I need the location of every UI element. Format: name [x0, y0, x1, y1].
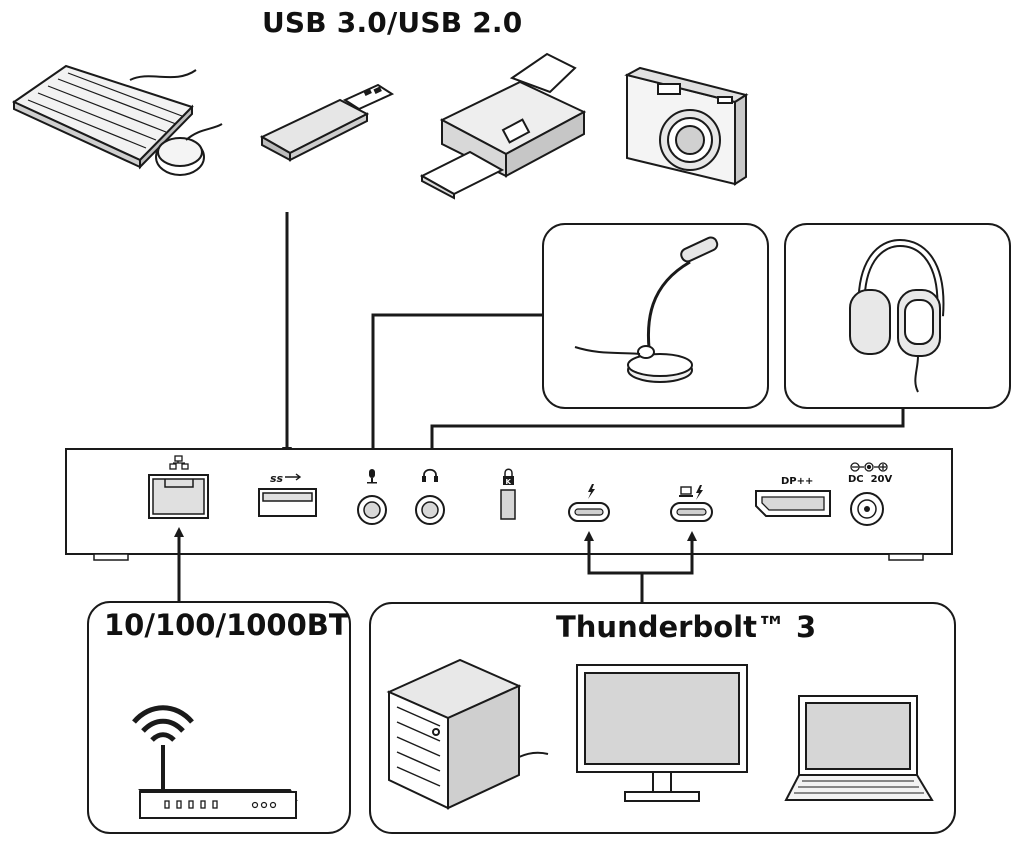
ethernet-port[interactable] — [148, 474, 209, 519]
microphone-jack[interactable] — [357, 495, 387, 525]
microphone-port-icon — [367, 469, 377, 484]
thunderbolt-icon — [588, 484, 595, 499]
svg-text:K: K — [506, 478, 512, 486]
displayport-label: DP++ — [781, 476, 814, 487]
usb-a-port[interactable] — [258, 488, 317, 517]
microphone-icon — [574, 236, 719, 383]
headset-icon — [849, 238, 945, 393]
dc-polarity-icon — [850, 462, 888, 472]
thunderbolt-port-2[interactable] — [670, 502, 713, 522]
camera-icon — [624, 66, 749, 186]
headphone-jack[interactable] — [415, 495, 445, 525]
kensington-lock-slot[interactable] — [500, 489, 516, 520]
thunderbolt-port-1[interactable] — [568, 502, 610, 522]
desktop-tower-icon — [386, 658, 549, 810]
microphone-connector-arrow — [368, 313, 543, 459]
usb-flash-drive-icon — [259, 83, 395, 162]
monitor-icon — [576, 664, 748, 802]
dc-power-port[interactable] — [850, 492, 884, 526]
printer-icon — [419, 52, 587, 200]
superspeed-usb-icon: ss — [270, 472, 284, 485]
network-icon — [169, 455, 189, 470]
keyboard-and-mouse-icon — [11, 64, 223, 176]
thunderbolt-connector-arrows — [584, 531, 697, 603]
lock-icon: K — [503, 468, 514, 486]
wifi-router-icon — [132, 705, 298, 819]
dc-input-label: DC 20V — [848, 474, 893, 485]
usb-trident-icon — [285, 473, 302, 481]
usb-heading: USB 3.0/USB 2.0 — [262, 6, 523, 39]
headphones-icon — [422, 468, 438, 482]
headset-connector-arrow — [427, 408, 905, 459]
displayport-port[interactable] — [755, 490, 831, 517]
thunderbolt-heading: Thunderbolt™ 3 — [556, 610, 817, 644]
ethernet-heading: 10/100/1000BT — [104, 608, 349, 642]
laptop-icon — [784, 695, 934, 801]
ethernet-box — [87, 601, 351, 834]
laptop-thunderbolt-icon — [679, 485, 703, 500]
